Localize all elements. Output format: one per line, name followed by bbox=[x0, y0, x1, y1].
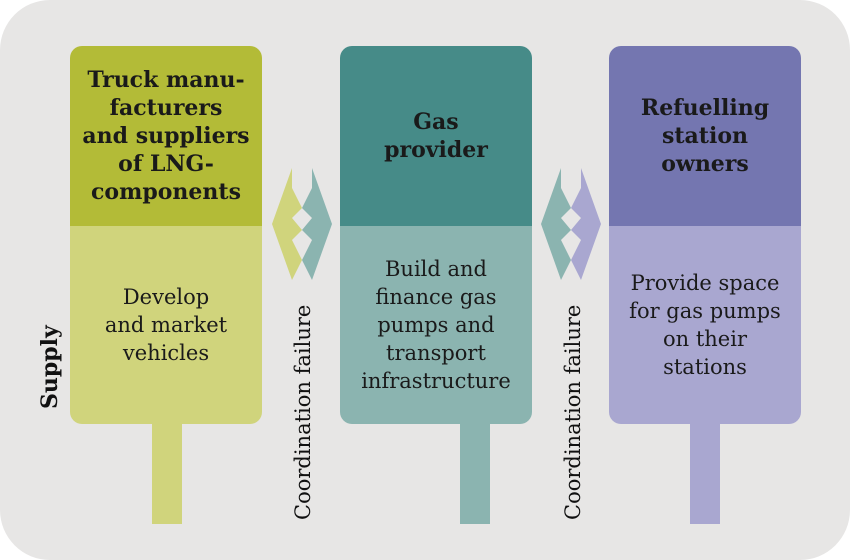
column-truck-manufacturers-description: Develop and market vehicles bbox=[104, 285, 228, 365]
column-truck-manufacturers-header: Truck manu- facturers and suppliers of L… bbox=[70, 46, 262, 226]
right-arrow-shape bbox=[302, 168, 332, 280]
column-refuelling-station-owners-title: Refuelling station owners bbox=[640, 95, 770, 177]
column-gas-provider-title: Gas provider bbox=[384, 109, 488, 163]
coordination-failure-label-left: Coordination failure bbox=[291, 304, 315, 520]
column-gas-provider-body: Build and finance gas pumps and transpor… bbox=[340, 226, 532, 424]
column-refuelling-station-owners-description: Provide space for gas pumps on their sta… bbox=[629, 271, 781, 379]
column-truck-manufacturers-body: Develop and market vehicles bbox=[70, 226, 262, 424]
coordination-arrows-right bbox=[541, 168, 601, 280]
column-gas-provider: Gas provider Build and finance gas pumps… bbox=[340, 46, 532, 424]
column-gas-provider-stem bbox=[460, 424, 490, 524]
column-truck-manufacturers: Truck manu- facturers and suppliers of L… bbox=[70, 46, 262, 424]
left-arrow-shape bbox=[272, 168, 302, 280]
coordination-arrows-left bbox=[272, 168, 332, 280]
column-truck-manufacturers-stem bbox=[152, 424, 182, 524]
column-truck-manufacturers-title: Truck manu- facturers and suppliers of L… bbox=[82, 67, 250, 205]
supply-axis-label: Supply bbox=[37, 325, 63, 409]
column-refuelling-station-owners: Refuelling station owners Provide space … bbox=[609, 46, 801, 424]
column-gas-provider-description: Build and finance gas pumps and transpor… bbox=[361, 257, 511, 393]
right-arrow-shape bbox=[571, 168, 601, 280]
coordination-failure-label-right: Coordination failure bbox=[561, 304, 585, 520]
column-gas-provider-header: Gas provider bbox=[340, 46, 532, 226]
column-refuelling-station-owners-body: Provide space for gas pumps on their sta… bbox=[609, 226, 801, 424]
column-refuelling-station-owners-header: Refuelling station owners bbox=[609, 46, 801, 226]
left-arrow-shape bbox=[541, 168, 571, 280]
column-refuelling-station-owners-stem bbox=[690, 424, 720, 524]
